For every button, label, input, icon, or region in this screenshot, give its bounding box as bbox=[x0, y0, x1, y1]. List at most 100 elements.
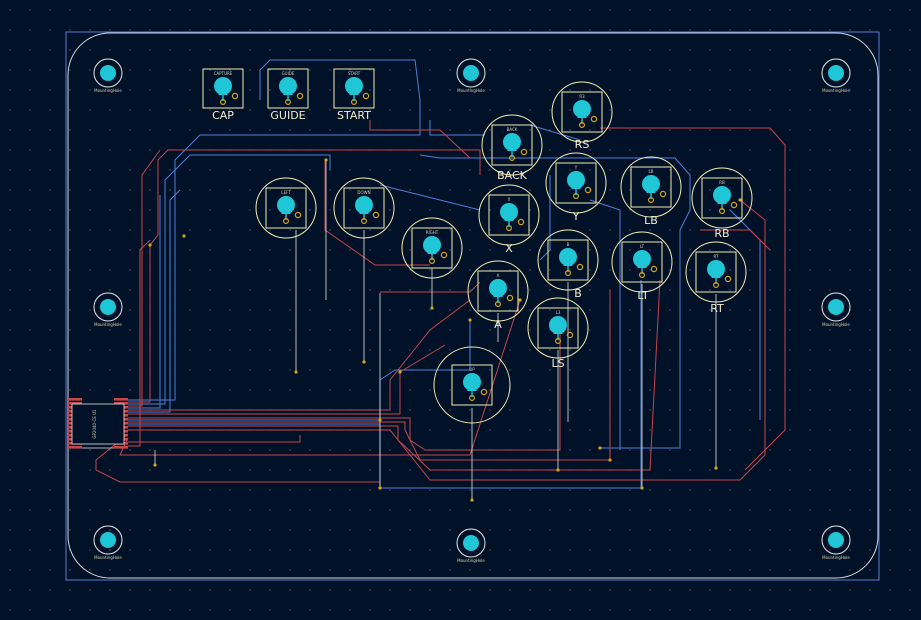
trace-back bbox=[128, 59, 421, 401]
pad-hole bbox=[480, 388, 488, 396]
pad-stem bbox=[711, 269, 721, 278]
connector-pin bbox=[114, 402, 128, 405]
pad-stem bbox=[553, 325, 563, 334]
pad-hole bbox=[440, 251, 448, 259]
pad-hole bbox=[517, 218, 525, 226]
via bbox=[556, 468, 560, 472]
pad-stem bbox=[507, 142, 517, 151]
via bbox=[738, 198, 742, 202]
button-ref: LB bbox=[649, 169, 654, 174]
pad-hole bbox=[584, 186, 592, 194]
button-right[interactable]: RIGHT bbox=[401, 217, 463, 279]
mounting-hole: MountingHole bbox=[821, 58, 851, 93]
trace-front bbox=[128, 330, 561, 451]
via bbox=[518, 298, 522, 302]
button-a[interactable]: AA bbox=[467, 260, 529, 331]
pad-hole bbox=[351, 98, 358, 105]
board-outline bbox=[67, 32, 879, 579]
pad-stem bbox=[717, 195, 727, 204]
via bbox=[294, 370, 298, 374]
pad-stem bbox=[646, 184, 656, 193]
button-ref: Y bbox=[574, 165, 578, 170]
button-label: A bbox=[494, 318, 502, 331]
button-ref: START bbox=[348, 71, 361, 76]
button-ref: X bbox=[508, 197, 511, 202]
button-b[interactable]: BB bbox=[537, 229, 599, 300]
trace-back bbox=[419, 154, 691, 449]
pad-stem bbox=[349, 86, 359, 95]
connector-pin bbox=[68, 446, 82, 449]
button-ref: CAPTURE bbox=[214, 71, 233, 76]
via bbox=[398, 370, 402, 374]
via bbox=[430, 306, 434, 310]
pad-hole bbox=[506, 225, 513, 232]
via bbox=[598, 446, 602, 450]
via bbox=[470, 498, 474, 502]
via bbox=[324, 158, 328, 162]
connector-body bbox=[71, 403, 125, 445]
button-left[interactable]: LEFT bbox=[255, 177, 317, 239]
via bbox=[362, 360, 366, 364]
button-lb[interactable]: LB LB bbox=[620, 156, 682, 227]
pad-hole bbox=[724, 275, 732, 283]
trace-front bbox=[128, 344, 446, 415]
mounting-hole-label: MountingHole bbox=[822, 88, 850, 93]
pad-hole bbox=[659, 190, 667, 198]
button-down[interactable]: DOWN bbox=[333, 177, 395, 239]
mounting-hole-label: MountingHole bbox=[457, 558, 485, 563]
button-ref: A bbox=[497, 273, 500, 278]
pad-hole bbox=[564, 270, 571, 277]
mounting-hole: MountingHole bbox=[456, 58, 486, 93]
via bbox=[714, 466, 718, 470]
button-label: RS bbox=[575, 138, 590, 151]
pad-hole bbox=[712, 282, 719, 289]
button-label: LB bbox=[644, 214, 658, 227]
trace-front bbox=[128, 149, 481, 403]
button-label: BACK bbox=[497, 169, 528, 182]
button-ref: DOWN bbox=[357, 190, 370, 195]
usb-connector-u1[interactable]: GP2040-CE U1 bbox=[68, 398, 128, 449]
pad-hole bbox=[718, 208, 725, 215]
pad-stem bbox=[467, 382, 477, 391]
button-up[interactable]: UP bbox=[433, 346, 511, 424]
mounting-hole-label: MountingHole bbox=[94, 555, 122, 560]
pad-hole bbox=[638, 272, 645, 279]
button-x[interactable]: XX bbox=[478, 184, 540, 255]
pad-hole bbox=[220, 98, 227, 105]
via bbox=[148, 243, 152, 247]
mounting-hole-label: MountingHole bbox=[94, 322, 122, 327]
pad-hole bbox=[283, 218, 290, 225]
pad-hole bbox=[566, 331, 574, 339]
trace-front bbox=[128, 199, 766, 481]
via bbox=[608, 458, 612, 462]
button-ref: LEFT bbox=[281, 190, 291, 195]
vias bbox=[148, 158, 742, 502]
pad-hole bbox=[554, 338, 561, 345]
trace-back bbox=[128, 195, 161, 409]
button-y[interactable]: YY bbox=[545, 152, 607, 223]
pad-hole bbox=[590, 115, 598, 123]
button-ref: UP bbox=[469, 367, 475, 372]
pad-stem bbox=[504, 212, 514, 221]
pad-stem bbox=[218, 86, 228, 95]
pad-hole bbox=[372, 211, 380, 219]
button-ref: GUIDE bbox=[282, 71, 295, 76]
trace-back bbox=[589, 199, 621, 450]
button-ref: L3 bbox=[556, 310, 561, 315]
pad-hole bbox=[361, 218, 368, 225]
button-label: LT bbox=[637, 289, 649, 302]
mounting-hole-label: MountingHole bbox=[822, 555, 850, 560]
